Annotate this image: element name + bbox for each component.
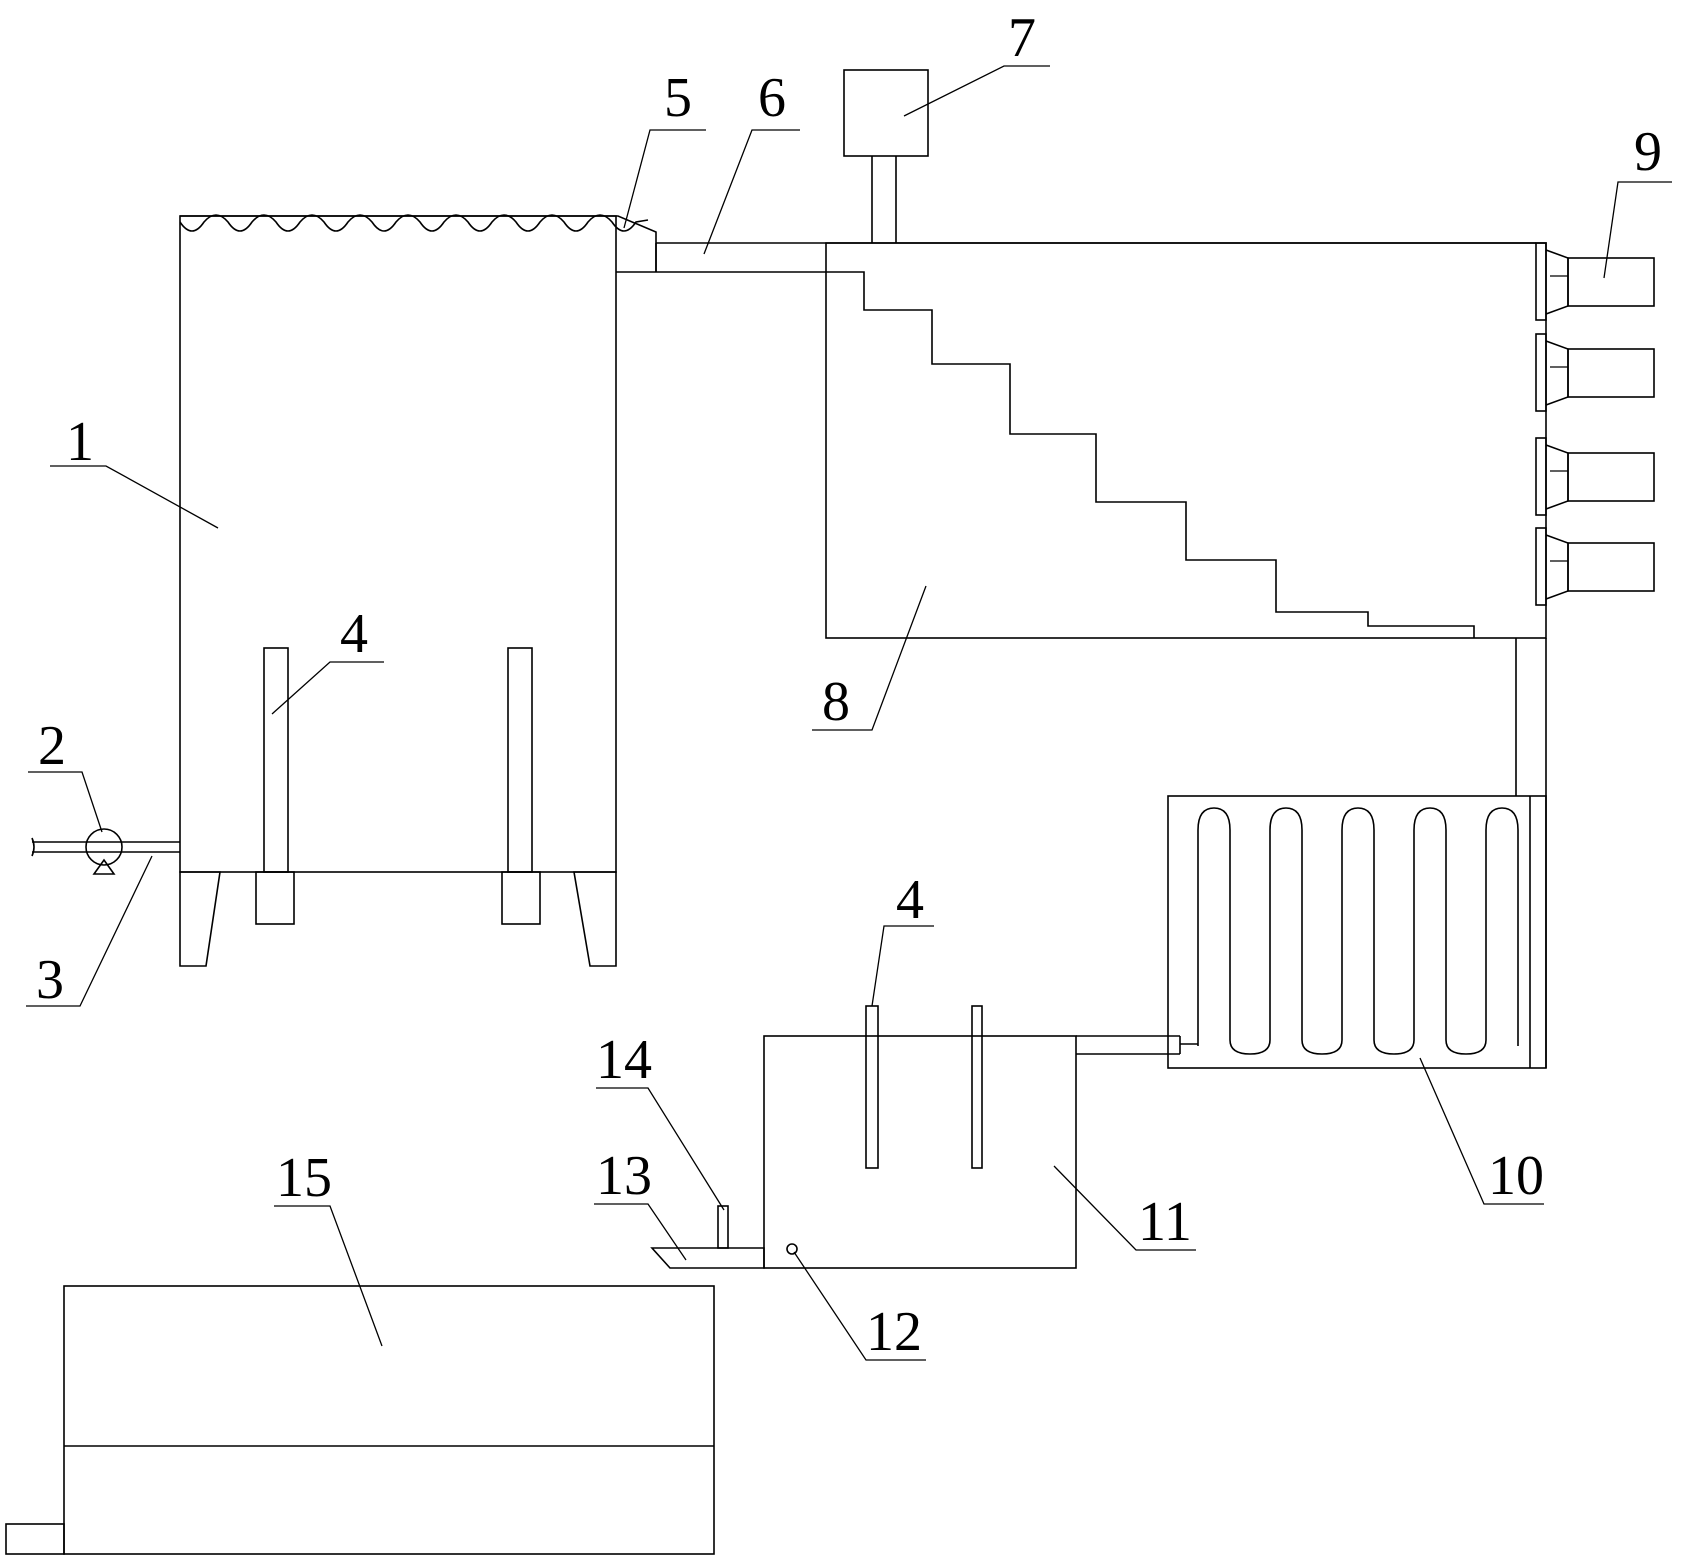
leader-lines (26, 65, 1672, 1361)
label-14: 14 (596, 1029, 652, 1091)
downpipe (1515, 638, 1547, 1068)
condenser-10 (1167, 795, 1547, 1069)
tank-15 (5, 1285, 715, 1555)
tray-13 (650, 1247, 765, 1269)
nozzle-unit-2 (1535, 333, 1655, 412)
label-8: 8 (822, 671, 850, 733)
label-10: 10 (1488, 1145, 1544, 1207)
label-15: 15 (276, 1147, 332, 1209)
label-11: 11 (1138, 1191, 1192, 1253)
label-13: 13 (596, 1145, 652, 1207)
spout-14 (717, 1205, 729, 1249)
device-7 (843, 69, 929, 243)
nozzle-unit-4 (1535, 527, 1655, 606)
label-1: 1 (66, 411, 94, 473)
chamber-8 (825, 242, 1547, 639)
pump-2 (85, 828, 123, 875)
label-4a: 4 (340, 603, 368, 665)
label-12: 12 (866, 1301, 922, 1363)
nozzle-unit-1 (1535, 242, 1655, 321)
label-7: 7 (1008, 7, 1036, 69)
nozzle-unit-3 (1535, 437, 1655, 516)
pipe-to-tank-11 (1076, 1035, 1181, 1055)
label-4b: 4 (896, 869, 924, 931)
pipe-6 (616, 242, 1536, 273)
label-6: 6 (758, 67, 786, 129)
label-2: 2 (38, 715, 66, 777)
cover-5 (180, 215, 657, 272)
label-3: 3 (36, 949, 64, 1011)
nozzles-9 (1535, 242, 1655, 606)
tank-11 (763, 1005, 1077, 1269)
inlet-pipe-3 (31, 837, 180, 857)
label-5: 5 (664, 67, 692, 129)
label-9: 9 (1634, 121, 1662, 183)
valve-12 (786, 1243, 798, 1255)
tank-1 (179, 214, 649, 967)
